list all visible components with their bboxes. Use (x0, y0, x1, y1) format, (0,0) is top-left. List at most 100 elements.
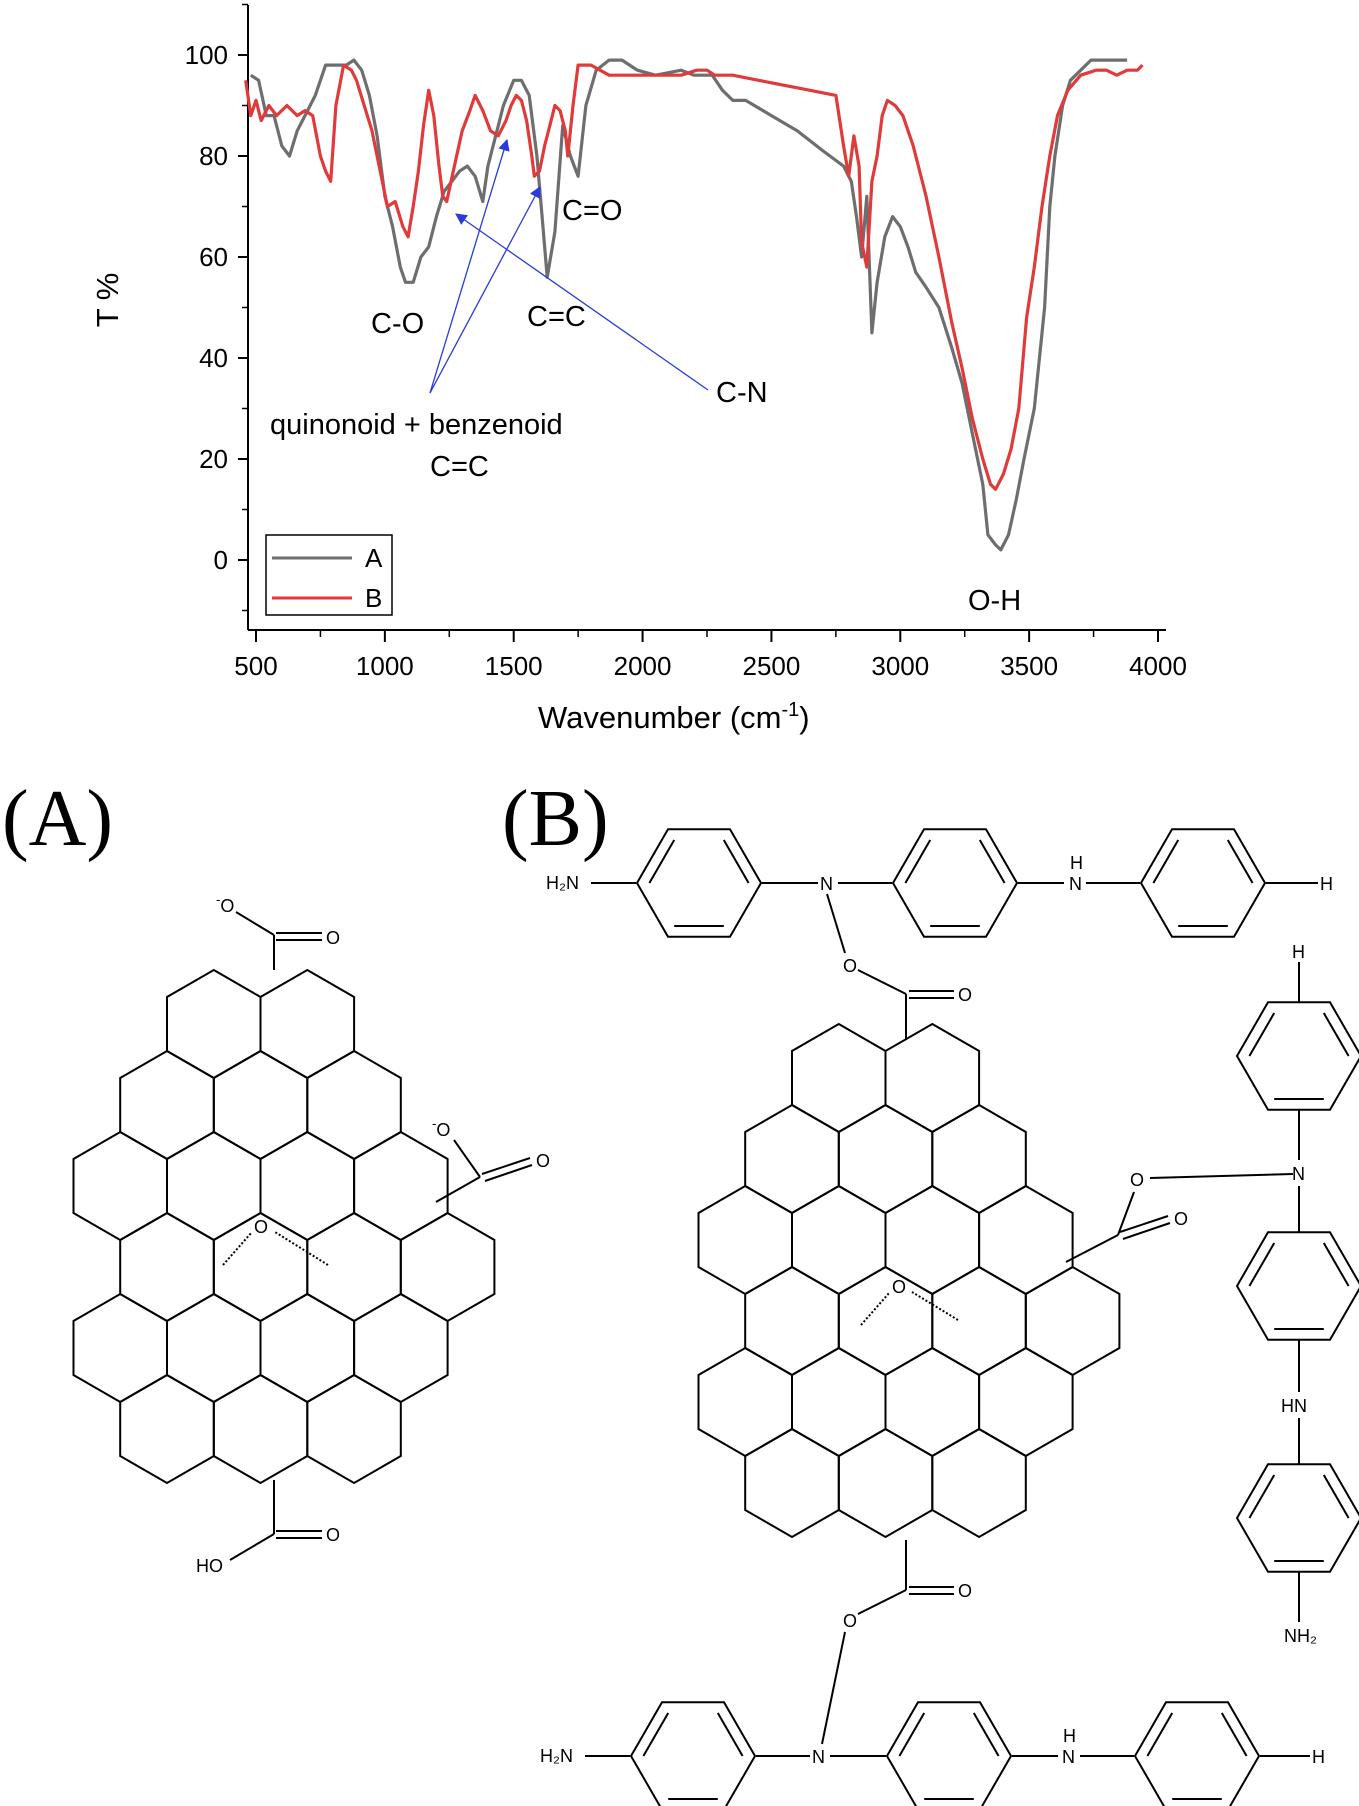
atom-nh-bottom-h: H (1063, 1726, 1076, 1746)
x-tick-label: 4000 (1129, 651, 1187, 681)
arrow-qb-to-1580 (429, 185, 541, 394)
atom-h-bottom-right: H (1312, 1747, 1325, 1767)
hexagon-ring (1024, 1265, 1121, 1377)
hexagon-ring (212, 1049, 309, 1161)
hexagon-ring (212, 1373, 309, 1485)
hexagon-ring (259, 1130, 356, 1242)
y-tick-label: 60 (199, 242, 228, 272)
hexagon-ring (259, 1292, 356, 1404)
y-tick-label: 0 (214, 545, 228, 575)
annotation-arrows (429, 138, 709, 394)
double-bond (898, 1712, 926, 1757)
double-bond (722, 839, 750, 884)
x-tick-label: 1000 (356, 651, 414, 681)
aniline-rings (629, 828, 1359, 1806)
atom-hn-right: HN (1281, 1396, 1307, 1416)
hexagon-ring (744, 1427, 840, 1539)
atom-o-link-right: O (1130, 1170, 1144, 1190)
x-tick-label: 1500 (485, 651, 543, 681)
hexagon-ring (791, 1022, 887, 1134)
hexagon-ring (166, 968, 262, 1080)
hexagon-ring (744, 1103, 840, 1215)
atom-o-epoxide: O (254, 1217, 268, 1237)
atom-n-right: N (1292, 1164, 1305, 1184)
hexagon-ring (306, 1211, 402, 1323)
benzene-ring (1235, 1231, 1359, 1341)
atom-h-right-top: H (1292, 942, 1305, 962)
x-tick-label: 2000 (614, 651, 672, 681)
benzene-ring (1133, 1701, 1261, 1806)
x-tick-label: 2500 (743, 651, 801, 681)
hexagon-ring (72, 1130, 168, 1242)
legend-label-a: A (365, 543, 383, 573)
atom-h2n-top: H₂N (546, 873, 579, 893)
bottom-polyaniline-chain: O O H₂N N N H H (540, 1540, 1325, 1767)
arrow-cn-to-1240 (455, 213, 709, 391)
atom-h2n-bottom: H₂N (540, 1746, 573, 1766)
double-bond (1248, 1012, 1276, 1057)
hexagon-ring (119, 1211, 215, 1323)
atom-o-top-carbonyl: O (958, 985, 972, 1005)
hexagon-ring (837, 1265, 934, 1377)
atom-o-minus: -O (216, 892, 234, 916)
double-bond (904, 839, 932, 884)
hexagon-ring (697, 1346, 793, 1458)
double-bond (972, 1712, 1000, 1757)
hexagon-ring (837, 1427, 934, 1539)
hexagon-ring (791, 1346, 887, 1458)
atom-n-top: N (820, 874, 833, 894)
double-bond (1146, 1712, 1174, 1757)
atom-ho: HO (196, 1556, 223, 1576)
benzene-ring (629, 1701, 757, 1806)
x-axis-title-superscript: -1 (781, 699, 799, 721)
atom-h-top-right: H (1320, 874, 1333, 894)
atom-nh-top-h: H (1070, 853, 1083, 873)
double-bond (1248, 1242, 1276, 1287)
y-tick-label: 20 (199, 444, 228, 474)
annotation-oh: O-H (968, 585, 1021, 617)
hexagon-ring (353, 1130, 449, 1242)
x-tick-label: 3000 (871, 651, 929, 681)
atom-o: O (536, 1151, 550, 1171)
double-bond (1322, 1474, 1350, 1519)
double-bond (978, 839, 1006, 884)
x-tick-label: 500 (234, 651, 277, 681)
annotation-qb-line2: C=C (430, 451, 489, 483)
polyaniline-graphene-oxide-structure: H₂N N N H H O O H N O (540, 828, 1359, 1806)
hexagon-ring (884, 1346, 981, 1458)
hexagon-ring (259, 968, 356, 1080)
hexagon-ring (399, 1211, 496, 1323)
hexagon-ring (166, 1130, 262, 1242)
hexagon-ring (744, 1265, 840, 1377)
top-polyaniline-chain: H₂N N N H H O O (546, 853, 1333, 1040)
top-carboxylate-group: -O O (216, 892, 340, 970)
atom-o-minus: -O (432, 1116, 450, 1140)
y-tick-label: 80 (199, 141, 228, 171)
y-tick-label: 100 (185, 40, 228, 70)
legend: A B (265, 534, 393, 616)
double-bond (648, 839, 676, 884)
bottom-carboxylic-acid-group: HO O (196, 1480, 340, 1576)
double-bond (1152, 839, 1180, 884)
hexagon-ring (931, 1427, 1027, 1539)
hexagon-ring (119, 1049, 215, 1161)
hexagon-ring (72, 1292, 168, 1404)
double-bond (1322, 1012, 1350, 1057)
series-line-a (249, 58, 1128, 552)
double-bond (1322, 1242, 1350, 1287)
right-carboxylate-group: -O O (432, 1116, 550, 1203)
composite-lattice (697, 1022, 1121, 1539)
atom-nh-top-n: N (1069, 874, 1082, 894)
benzene-ring (1139, 828, 1267, 938)
epoxide-group-b: O (860, 1277, 959, 1326)
atom-o-bottom-carbonyl: O (958, 1581, 972, 1601)
hexagon-ring (166, 1292, 262, 1404)
annotation-co: C-O (371, 308, 424, 340)
annotation-cn: C-N (716, 377, 768, 409)
hexagon-ring (306, 1049, 402, 1161)
y-tick-label: 40 (199, 343, 228, 373)
annotation-qb-line1: quinonoid + benzenoid (270, 409, 563, 441)
hexagon-ring (306, 1373, 402, 1485)
